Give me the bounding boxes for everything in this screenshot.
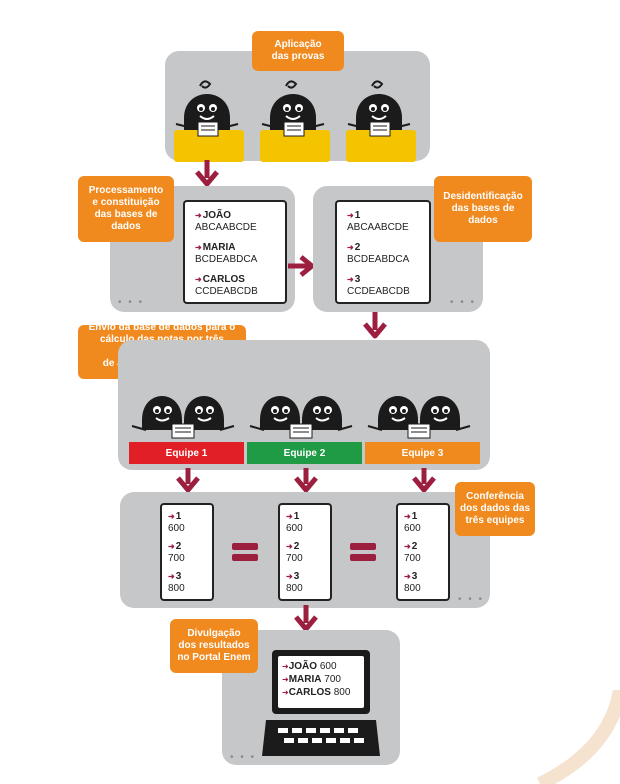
list-item: JOÃO ABCAABCDE — [195, 210, 257, 234]
score-value: 600 — [404, 523, 421, 534]
list-item: 1 600 — [168, 511, 185, 535]
list-item: 2 700 — [168, 541, 185, 565]
score-id: 3 — [168, 571, 185, 583]
arrow-down-icon — [294, 468, 318, 493]
score-id: 2 — [286, 541, 303, 553]
score-value: 800 — [404, 583, 421, 594]
analyst-pair-icon — [131, 396, 235, 439]
score-value: 800 — [168, 583, 185, 594]
arrow-down-icon — [294, 605, 318, 632]
score-value: 700 — [286, 553, 303, 564]
list-item: 2 700 — [404, 541, 421, 565]
score-value: 700 — [404, 553, 421, 564]
list-item: 2 700 — [286, 541, 303, 565]
equals-icon — [350, 541, 376, 563]
label-conference: Conferência dos dados das três equipes — [455, 482, 535, 536]
scores-card-team-3: 1 600 2 700 3 800 — [396, 503, 450, 601]
deidentified-records-card: 1 ABCAABCDE 2 BCDEABDCA 3 CCDEABCDB — [335, 200, 431, 304]
scores-card-team-2: 1 600 2 700 3 800 — [278, 503, 332, 601]
record-answers: ABCAABCDE — [347, 222, 409, 233]
team-2-label: Equipe 2 — [283, 447, 326, 459]
record-id: 3 — [347, 274, 410, 286]
record-name: JOÃO — [195, 210, 257, 222]
result-name: MARIA — [288, 674, 322, 685]
score-value: 700 — [168, 553, 185, 564]
result-name: JOÃO — [288, 661, 318, 672]
arrow-down-icon — [412, 468, 436, 493]
score-id: 3 — [286, 571, 303, 583]
equals-icon — [232, 541, 258, 563]
arrow-right-icon — [288, 255, 315, 277]
score-id: 2 — [404, 541, 421, 553]
record-answers: ABCAABCDE — [195, 222, 257, 233]
list-item: 1 ABCAABCDE — [347, 210, 409, 234]
identified-records-card: JOÃO ABCAABCDE MARIA BCDEABDCA CARLOS CC… — [183, 200, 287, 304]
computer-icon — [262, 650, 380, 756]
arrow-down-icon — [363, 312, 387, 339]
exam-students — [174, 80, 417, 163]
team-2-band: Equipe 2 — [247, 442, 362, 464]
team-1-band: Equipe 1 — [129, 442, 244, 464]
score-id: 2 — [168, 541, 185, 553]
score-value: 600 — [168, 523, 185, 534]
team-analysts — [131, 395, 471, 439]
list-item: MARIA BCDEABDCA — [195, 242, 257, 266]
record-answers: BCDEABDCA — [195, 254, 258, 265]
result-score: 600 — [319, 661, 337, 672]
arrow-down-icon — [195, 160, 219, 187]
result-name: CARLOS — [288, 687, 331, 698]
list-item: 3 800 — [168, 571, 185, 595]
panel-decoration: • • • — [230, 752, 257, 763]
record-name: CARLOS — [195, 274, 258, 286]
list-item: CARLOS CCDEABCDB — [195, 274, 258, 298]
team-3-label: Equipe 3 — [401, 447, 444, 459]
score-id: 1 — [168, 511, 185, 523]
arrow-down-icon — [176, 468, 200, 493]
record-answers: CCDEABCDB — [347, 286, 410, 297]
decorative-curve — [536, 690, 620, 784]
score-id: 1 — [404, 511, 421, 523]
list-item: 2 BCDEABDCA — [347, 242, 409, 266]
label-application: Aplicação das provas — [252, 31, 344, 71]
record-id: 1 — [347, 210, 409, 222]
list-item: 3 800 — [286, 571, 303, 595]
list-item: 1 600 — [286, 511, 303, 535]
results-screen: ➜JOÃO 600 ➜MARIA 700 ➜CARLOS 800 — [282, 660, 362, 699]
list-item: 3 800 — [404, 571, 421, 595]
label-publication: Divulgação dos resultados no Portal Enem — [170, 619, 258, 673]
list-item: 3 CCDEABCDB — [347, 274, 410, 298]
label-deidentification: Desidentificação das bases de dados — [434, 176, 532, 242]
scores-card-team-1: 1 600 2 700 3 800 — [160, 503, 214, 601]
record-name: MARIA — [195, 242, 257, 254]
panel-decoration: • • • — [450, 297, 477, 308]
record-id: 2 — [347, 242, 409, 254]
team-3-band: Equipe 3 — [365, 442, 480, 464]
score-id: 1 — [286, 511, 303, 523]
result-score: 800 — [333, 687, 351, 698]
result-row: ➜JOÃO 600 — [282, 661, 337, 672]
record-answers: CCDEABCDB — [195, 286, 258, 297]
result-score: 700 — [324, 674, 341, 685]
record-answers: BCDEABDCA — [347, 254, 410, 265]
score-value: 800 — [286, 583, 303, 594]
score-id: 3 — [404, 571, 421, 583]
label-processing: Processamento e constituição das bases d… — [78, 176, 174, 242]
student-icon — [174, 80, 244, 162]
score-value: 600 — [286, 523, 303, 534]
panel-decoration: • • • — [458, 594, 485, 605]
team-1-label: Equipe 1 — [165, 447, 208, 459]
panel-decoration: • • • — [118, 297, 145, 308]
list-item: 1 600 — [404, 511, 421, 535]
result-row: ➜MARIA 700 — [282, 674, 341, 685]
result-row: ➜CARLOS 800 — [282, 687, 351, 698]
